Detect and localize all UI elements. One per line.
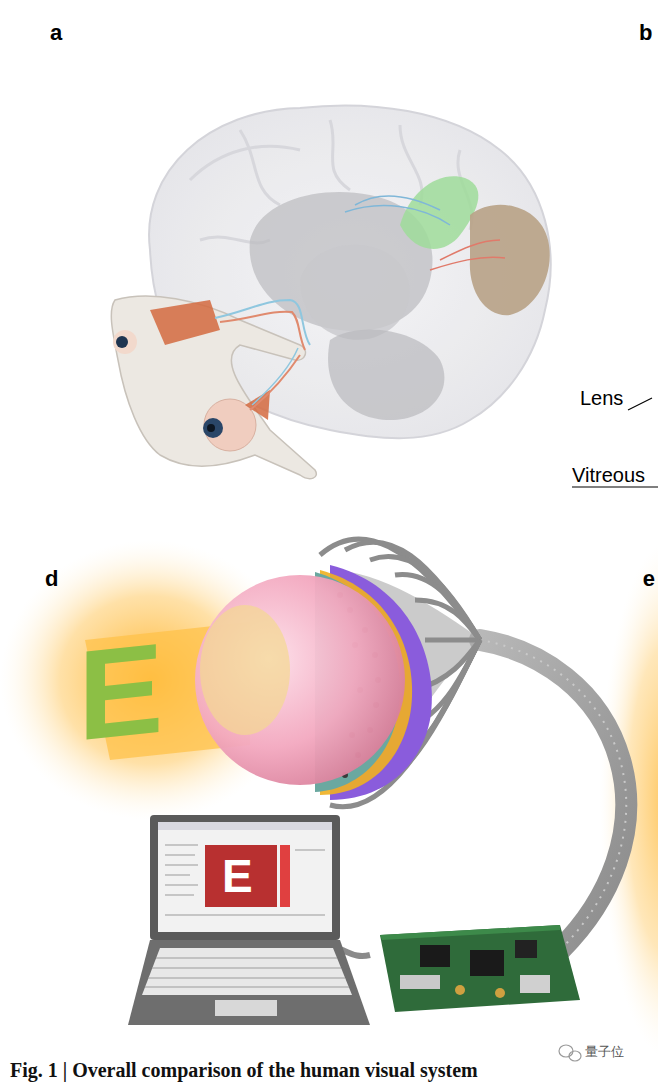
brain-figure	[111, 105, 550, 478]
circuit-board	[330, 925, 580, 1012]
electronic-eye	[195, 539, 626, 950]
panel-letter: d	[45, 568, 58, 590]
figure-caption: Fig. 1 | Overall comparison of the human…	[10, 1060, 478, 1080]
part-label: Lens	[580, 388, 623, 408]
leader-line	[628, 398, 652, 410]
watermark: 量子位	[585, 1045, 624, 1058]
part-label: Vitreous	[572, 465, 645, 485]
stimulus-letter: E	[78, 624, 163, 761]
leader-line	[572, 486, 658, 487]
laptop	[128, 815, 370, 1025]
screen-letter: E	[222, 853, 253, 899]
light-glow	[0, 540, 300, 820]
panel-letter: a	[50, 22, 62, 44]
watermark-icon	[559, 1045, 581, 1061]
panel-letter: e	[643, 568, 655, 590]
panel-letter: b	[639, 22, 652, 44]
